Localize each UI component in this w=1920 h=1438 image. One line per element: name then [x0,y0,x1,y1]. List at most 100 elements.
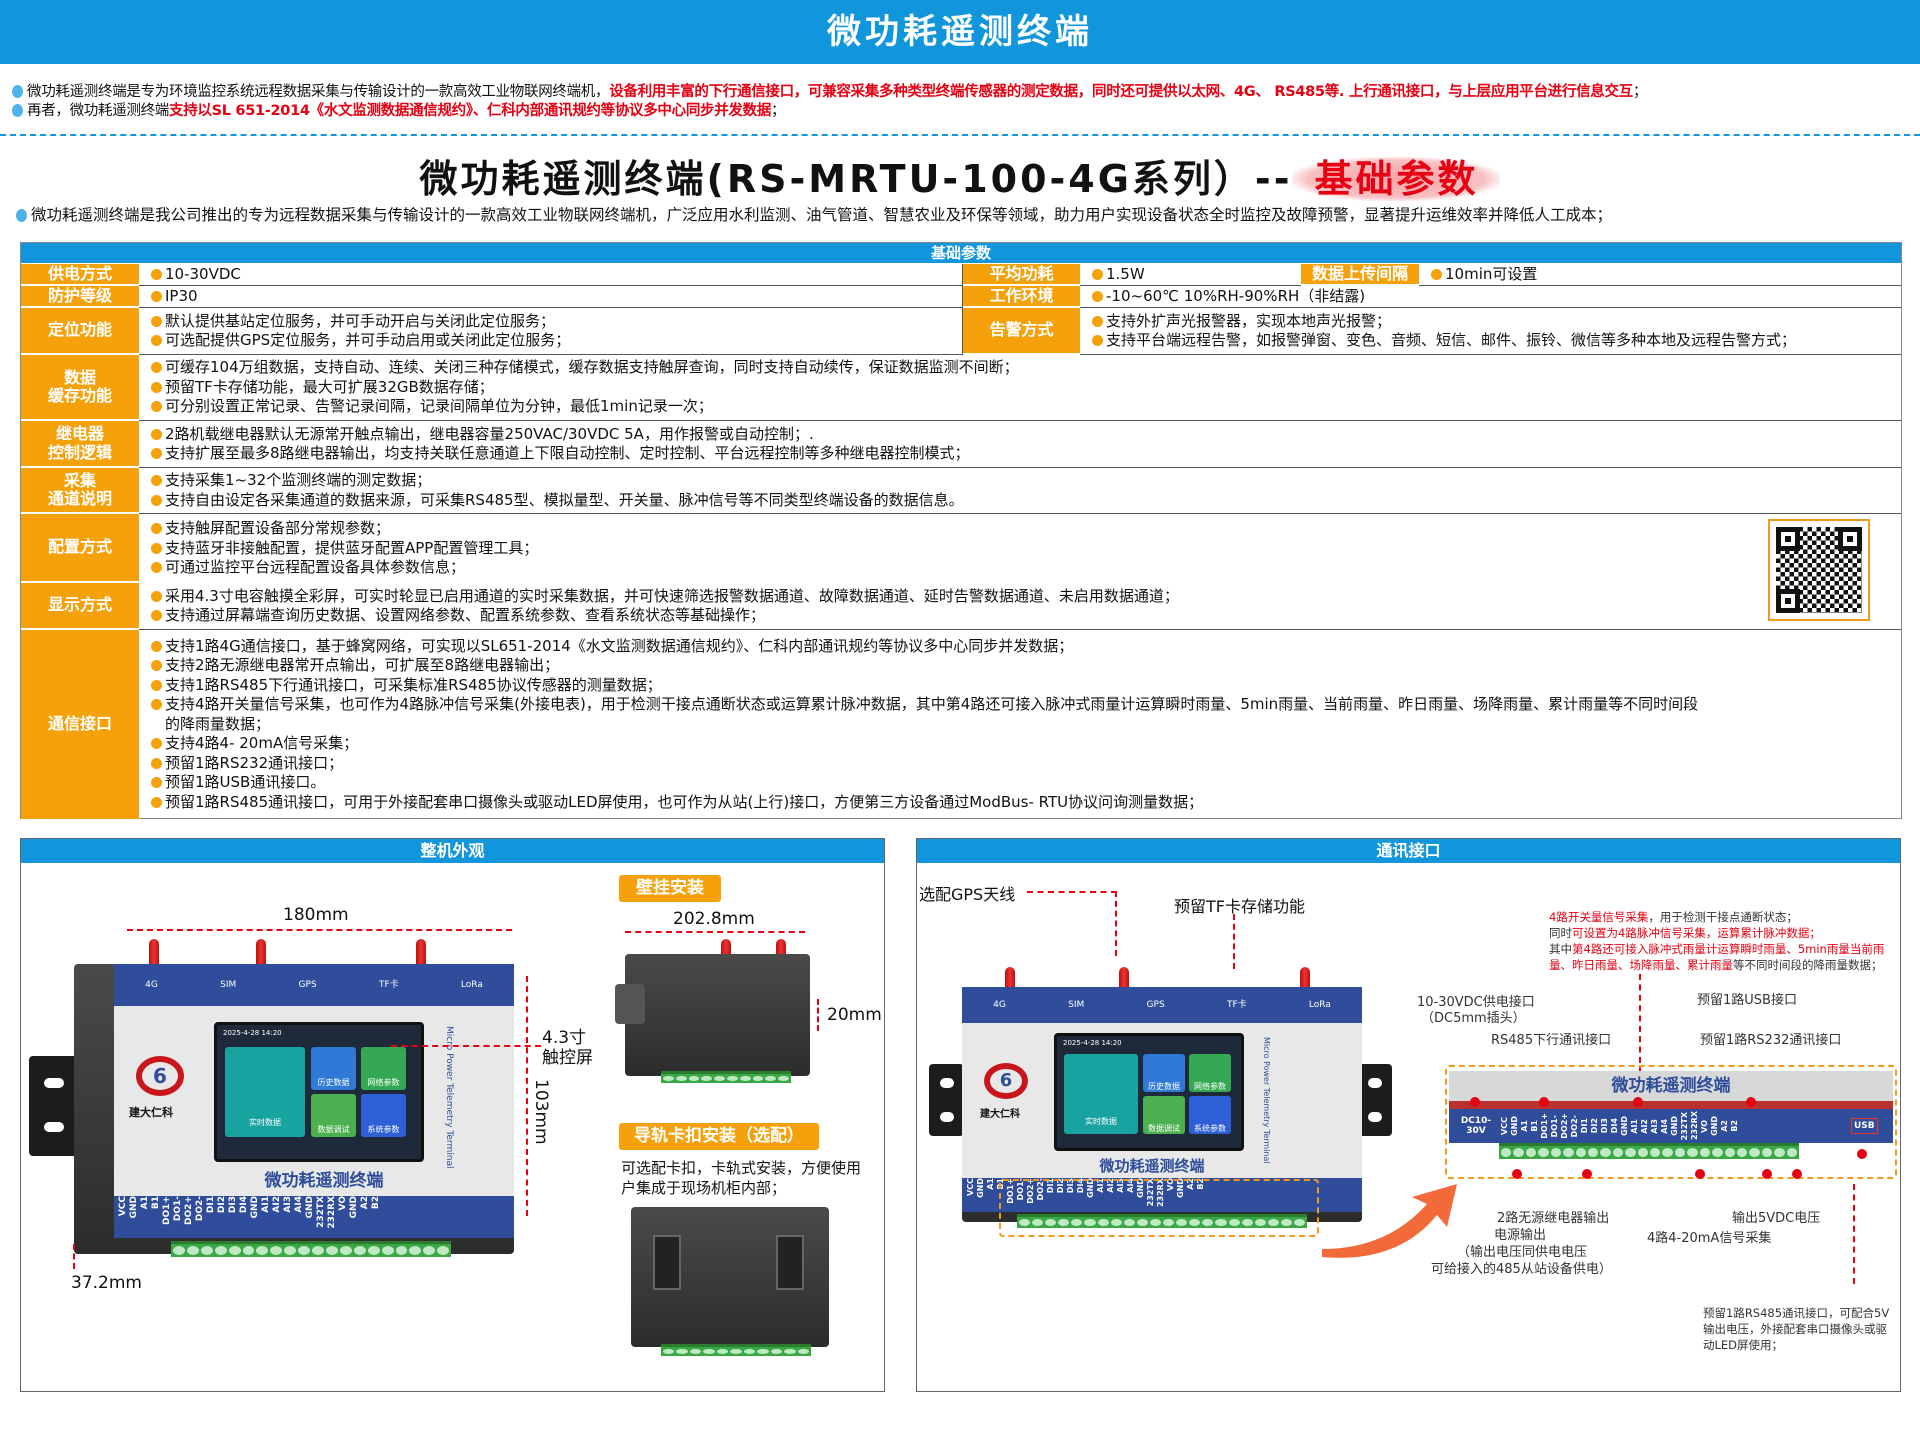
wall-mount-device [615,954,810,1076]
intro-line-2: 再者，微功耗遥测终端支持以SL 651-2014《水文监测数据通信规约》、仁科内… [12,99,786,120]
value-text: 预留1路RS232通讯接口； [151,754,1901,774]
section-title-main: 微功耗遥测终端(RS-MRTU-100-4G系列）-- [419,157,1293,201]
device-face: 6 建大仁科 2025-4-28 14:20 实时数据 历史数据 网络参数 数据… [114,1006,514,1196]
mounting-ear [929,1064,964,1136]
4g-icon: 4G [145,979,158,990]
terminal-highlight [999,1179,1319,1237]
terminal-pin-label: GND [250,1196,260,1219]
label-environment: 工作环境 [963,286,1080,308]
label-comm: 通信接口 [21,630,139,819]
value-display: 采用4.3寸电容触摸全彩屏，可实时轮显已启用通道的实时采集数据，并可快速筛选报警… [139,583,1901,630]
brand-logo-icon: 6 [136,1056,184,1096]
value-text: 1.5W [1092,265,1301,285]
pointer-line [1639,974,1641,1094]
tile-network: 网络参数 [1189,1054,1231,1092]
intro-highlight: 设备利用丰富的下行通信接口，可兼容采集多种类型终端传感器的测定数据，同时还可提供… [609,84,1633,100]
value-location: 默认提供基站定位服务，并可手动开启与关闭此定位服务；可选配提供GPS定位服务，并… [139,308,963,355]
value-text: 支持自由设定各采集通道的数据来源，可采集RS485型、模拟量型、开关量、脉冲信号… [151,491,1901,511]
antenna [1119,967,1129,995]
terminal-pin-label: 232TX [1680,1111,1689,1141]
brand-logo-icon: 6 [984,1063,1028,1099]
dimension-width: 180mm [283,905,349,925]
terminal-pin-label: GND [1620,1116,1629,1136]
description-text: 微功耗遥测终端是我公司推出的专为远程数据采集与传输设计的一款高效工业物联网终端机… [31,206,1613,224]
marker-dot [1633,1097,1643,1107]
dimension-line [73,1244,75,1269]
wall-width: 202.8mm [673,909,755,929]
value-text: 支持1路4G通信接口，基于蜂窝网络，可实现以SL651-2014《水文监测数据通… [151,637,1901,657]
terminal-pin-label: DI1 [1580,1118,1589,1134]
dimension-line [526,976,528,1216]
terminal-pin-label: DI2 [217,1196,227,1214]
value-text: 支持触屏配置设备部分常规参数； [151,519,1901,539]
arrow-icon [1322,1184,1457,1258]
touch-screen: 2025-4-28 14:20 实时数据 历史数据 网络参数 数据调试 系统参数 [214,1022,424,1162]
label-alarm: 告警方式 [963,308,1080,355]
intro-text: ； [1632,84,1648,100]
tile-system: 系统参数 [1189,1096,1231,1134]
antenna [1005,967,1015,995]
terminal-pin-label: GND [1670,1116,1679,1136]
terminal-zoom-header: 微功耗遥测终端 [1449,1071,1893,1101]
terminal-block [661,1071,791,1083]
terminal-pin-label: DO2- [195,1196,205,1222]
value-text: 支持2路无源继电器常开点输出，可扩展至8路继电器输出； [151,656,1901,676]
device-name: 微功耗遥测终端 [1611,1076,1731,1096]
tile-realtime: 实时数据 [1064,1054,1138,1134]
value-text: 预留1路USB通讯接口。 [151,773,1901,793]
usb-label: 预留1路USB接口 [1697,993,1797,1008]
label-protection: 防护等级 [21,286,139,308]
screen-size: 4.3寸 [542,1028,587,1048]
value-text: 支持采集1~32个监测终端的测定数据； [151,471,1901,491]
antenna [256,939,266,967]
terminal-pin-label: 232RX [1690,1111,1699,1141]
value-text: 可缓存104万组数据，支持自动、连续、关闭三种存储模式，缓存数据支持触屏查询，同… [151,358,1901,378]
dc-label: DC10-30V [1460,1116,1492,1136]
terminal-pin-label: VCC [1500,1117,1509,1135]
label-text: 采集 [63,470,96,490]
label-upload-interval: 数据上传间隔 [1301,264,1419,286]
marker-dot [1695,1169,1705,1179]
device-face: 6 建大仁科 2025-4-28 14:20 实时数据 历史数据 网络参数 数据… [962,1023,1362,1178]
marker-dot [1470,1097,1480,1107]
terminal-pin-label: DO2- [1570,1114,1579,1138]
terminal-pin-label: VO [338,1196,348,1211]
device-top-band: 4G SIM GPS TF卡 LoRa [962,987,1362,1023]
terminal-pin-label: DI4 [1610,1118,1619,1134]
terminal-pin-label: 232TX [316,1196,326,1228]
value-text: 预留TF卡存储功能，最大可扩展32GB数据存储； [151,378,1901,398]
label-text: 通道说明 [47,489,112,508]
value-text: 支持平台端远程告警，如报警弹窗、变色、音频、短信、邮件、振铃、微信等多种本地及远… [1092,331,1901,351]
din-rail-device [631,1207,829,1347]
interfaces-title: 通讯接口 [917,839,1900,863]
marker-dot [1762,1169,1772,1179]
label-display: 显示方式 [21,583,139,630]
device-subtitle: Micro Power Telemetry Terminal [1262,1037,1271,1164]
pointer-line [1233,914,1235,969]
value-text: 预留1路RS485通讯接口，可用于外接配套串口摄像头或驱动LED屏使用，也可作为… [151,793,1901,813]
spec-table: 基础参数 供电方式 10-30VDC 平均功耗 1.5W 数据上传间隔 10mi… [20,242,1902,819]
power-output-note: （输出电压同供电电压 [1457,1245,1588,1260]
terminal-pin-label: AI3 [1650,1118,1659,1134]
label-text: 控制逻辑 [47,442,112,462]
terminal-block [661,1344,811,1356]
wall-mount-badge: 壁挂安装 [619,875,721,902]
lora-icon: LoRa [1308,999,1331,1010]
qr-pattern [1776,527,1862,613]
terminal-pin-label: AI4 [1660,1118,1669,1134]
device-main: 4G SIM GPS TF卡 LoRa 6 建大仁科 2025-4-28 14:… [74,964,514,1254]
terminal-pin-label: DO2+ [1560,1113,1569,1139]
terminal-block [1017,1214,1307,1228]
power-input-plug-label: （DC5mm插头） [1421,1011,1526,1026]
value-text: 支持4路开关量信号采集，也可作为4路脉冲信号采集(外接电表)，用于检测干接点通断… [151,695,1901,715]
tile-history: 历史数据 [311,1047,356,1090]
terminal-pin-label: GND [129,1196,139,1219]
antenna [721,939,731,957]
terminal-pin-label: DI1 [206,1196,216,1214]
mounting-ear [29,1056,79,1156]
dimension-line [127,929,512,931]
tile-debug: 数据调试 [311,1094,356,1137]
